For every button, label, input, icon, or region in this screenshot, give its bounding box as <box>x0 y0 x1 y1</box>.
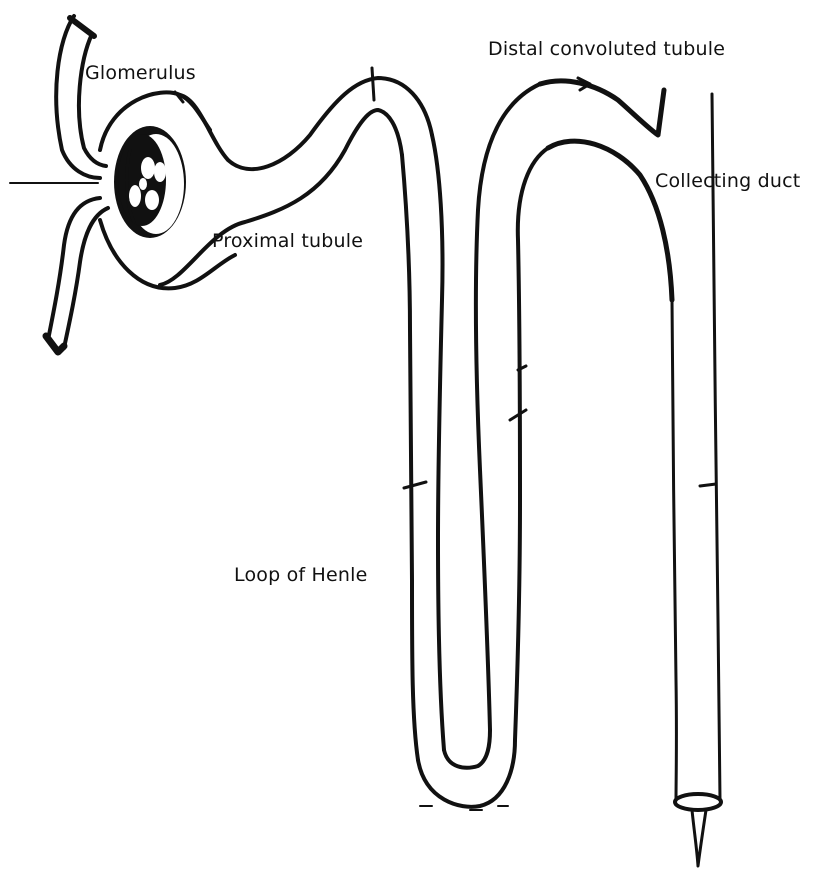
label-distal-convoluted-tubule: Distal convoluted tubule <box>488 40 725 59</box>
loop-of-henle-descending-inner <box>402 155 418 760</box>
loop-of-henle-ascending-inner <box>476 84 540 730</box>
collecting-duct-right-wall <box>712 94 720 800</box>
collecting-duct-opening <box>675 794 721 810</box>
distal-convoluted-tubule-lower <box>548 141 672 300</box>
glomerulus-tuft <box>114 126 186 238</box>
collecting-duct-left-wall <box>672 300 676 800</box>
label-proximal-tubule: Proximal tubule <box>212 232 363 251</box>
label-glomerulus: Glomerulus <box>85 64 196 83</box>
loop-of-henle-ascending-outer <box>515 148 548 740</box>
proximal-tubule-lower-wall <box>160 110 402 285</box>
label-collecting-duct: Collecting duct <box>655 172 800 191</box>
distal-convoluted-tubule-upper <box>540 81 664 135</box>
label-loop-of-henle: Loop of Henle <box>234 566 368 585</box>
loop-of-henle-descending-outer <box>432 135 444 750</box>
loop-of-henle-bend <box>418 740 515 807</box>
